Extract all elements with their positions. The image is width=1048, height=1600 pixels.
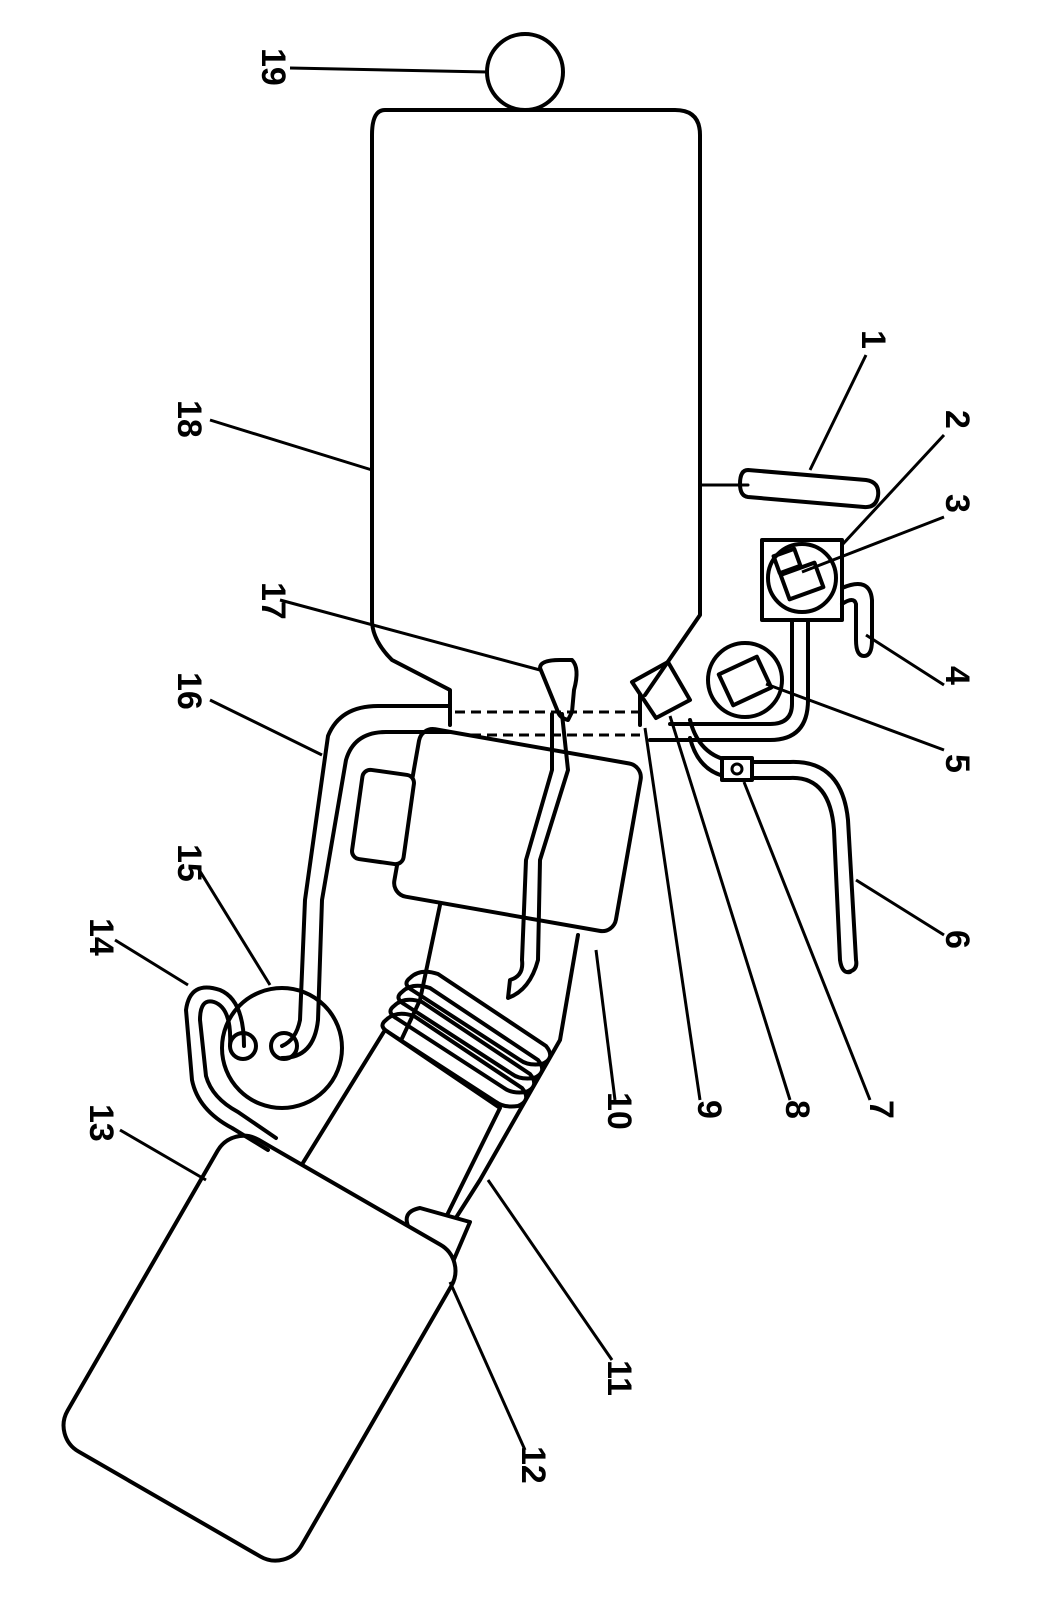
long-tube-inner xyxy=(688,736,852,975)
rod-grip xyxy=(738,468,881,510)
sensor-mount-square xyxy=(760,538,844,622)
vent-hose-upper xyxy=(538,658,579,722)
sensor-tip xyxy=(771,546,803,576)
small-sensor-box xyxy=(630,660,692,720)
callout-12: 12 xyxy=(514,1446,552,1484)
round-valve xyxy=(706,641,784,719)
callout-14: 14 xyxy=(82,918,120,956)
sensor-mount-ring xyxy=(766,542,838,614)
callout-18: 18 xyxy=(170,400,208,438)
callout-11: 11 xyxy=(600,1360,638,1396)
long-tube-outer xyxy=(688,718,859,974)
long-hose-outer xyxy=(280,704,452,1048)
filter-housing xyxy=(392,727,643,934)
callout-labels: 1 2 3 4 5 6 7 8 9 10 11 12 13 14 15 16 1… xyxy=(82,48,976,1484)
filter-housing-cap xyxy=(350,767,416,867)
callout-1: 1 xyxy=(854,330,892,349)
callout-3: 3 xyxy=(938,494,976,513)
sensor-body xyxy=(778,560,826,602)
engine-block-outline xyxy=(370,108,702,727)
callout-7: 7 xyxy=(862,1100,900,1119)
callout-8: 8 xyxy=(778,1100,816,1119)
callout-19: 19 xyxy=(254,48,292,86)
lower-canister xyxy=(61,1133,458,1563)
callout-10: 10 xyxy=(600,1092,638,1130)
leader-lines xyxy=(114,66,946,1451)
bent-pipe xyxy=(840,582,874,658)
vent-hose-lower xyxy=(506,712,570,1000)
long-hose-inner xyxy=(280,730,452,1060)
callout-15: 15 xyxy=(170,844,208,882)
callout-5: 5 xyxy=(938,754,976,773)
return-pipe-inner xyxy=(668,620,794,726)
callout-13: 13 xyxy=(82,1104,120,1142)
callout-9: 9 xyxy=(690,1100,728,1119)
tube-clip xyxy=(720,756,754,782)
round-valve-insert xyxy=(716,654,774,708)
top-cap-circle xyxy=(485,32,565,112)
loop-hose-inner xyxy=(198,999,278,1140)
loop-hose-outer xyxy=(184,985,270,1152)
callout-6: 6 xyxy=(938,930,976,949)
callout-2: 2 xyxy=(938,410,976,429)
return-pipe-outer xyxy=(648,620,810,742)
callout-17: 17 xyxy=(254,582,292,620)
callout-16: 16 xyxy=(170,672,208,710)
callout-4: 4 xyxy=(938,666,976,685)
tube-clip-hole xyxy=(730,762,744,776)
